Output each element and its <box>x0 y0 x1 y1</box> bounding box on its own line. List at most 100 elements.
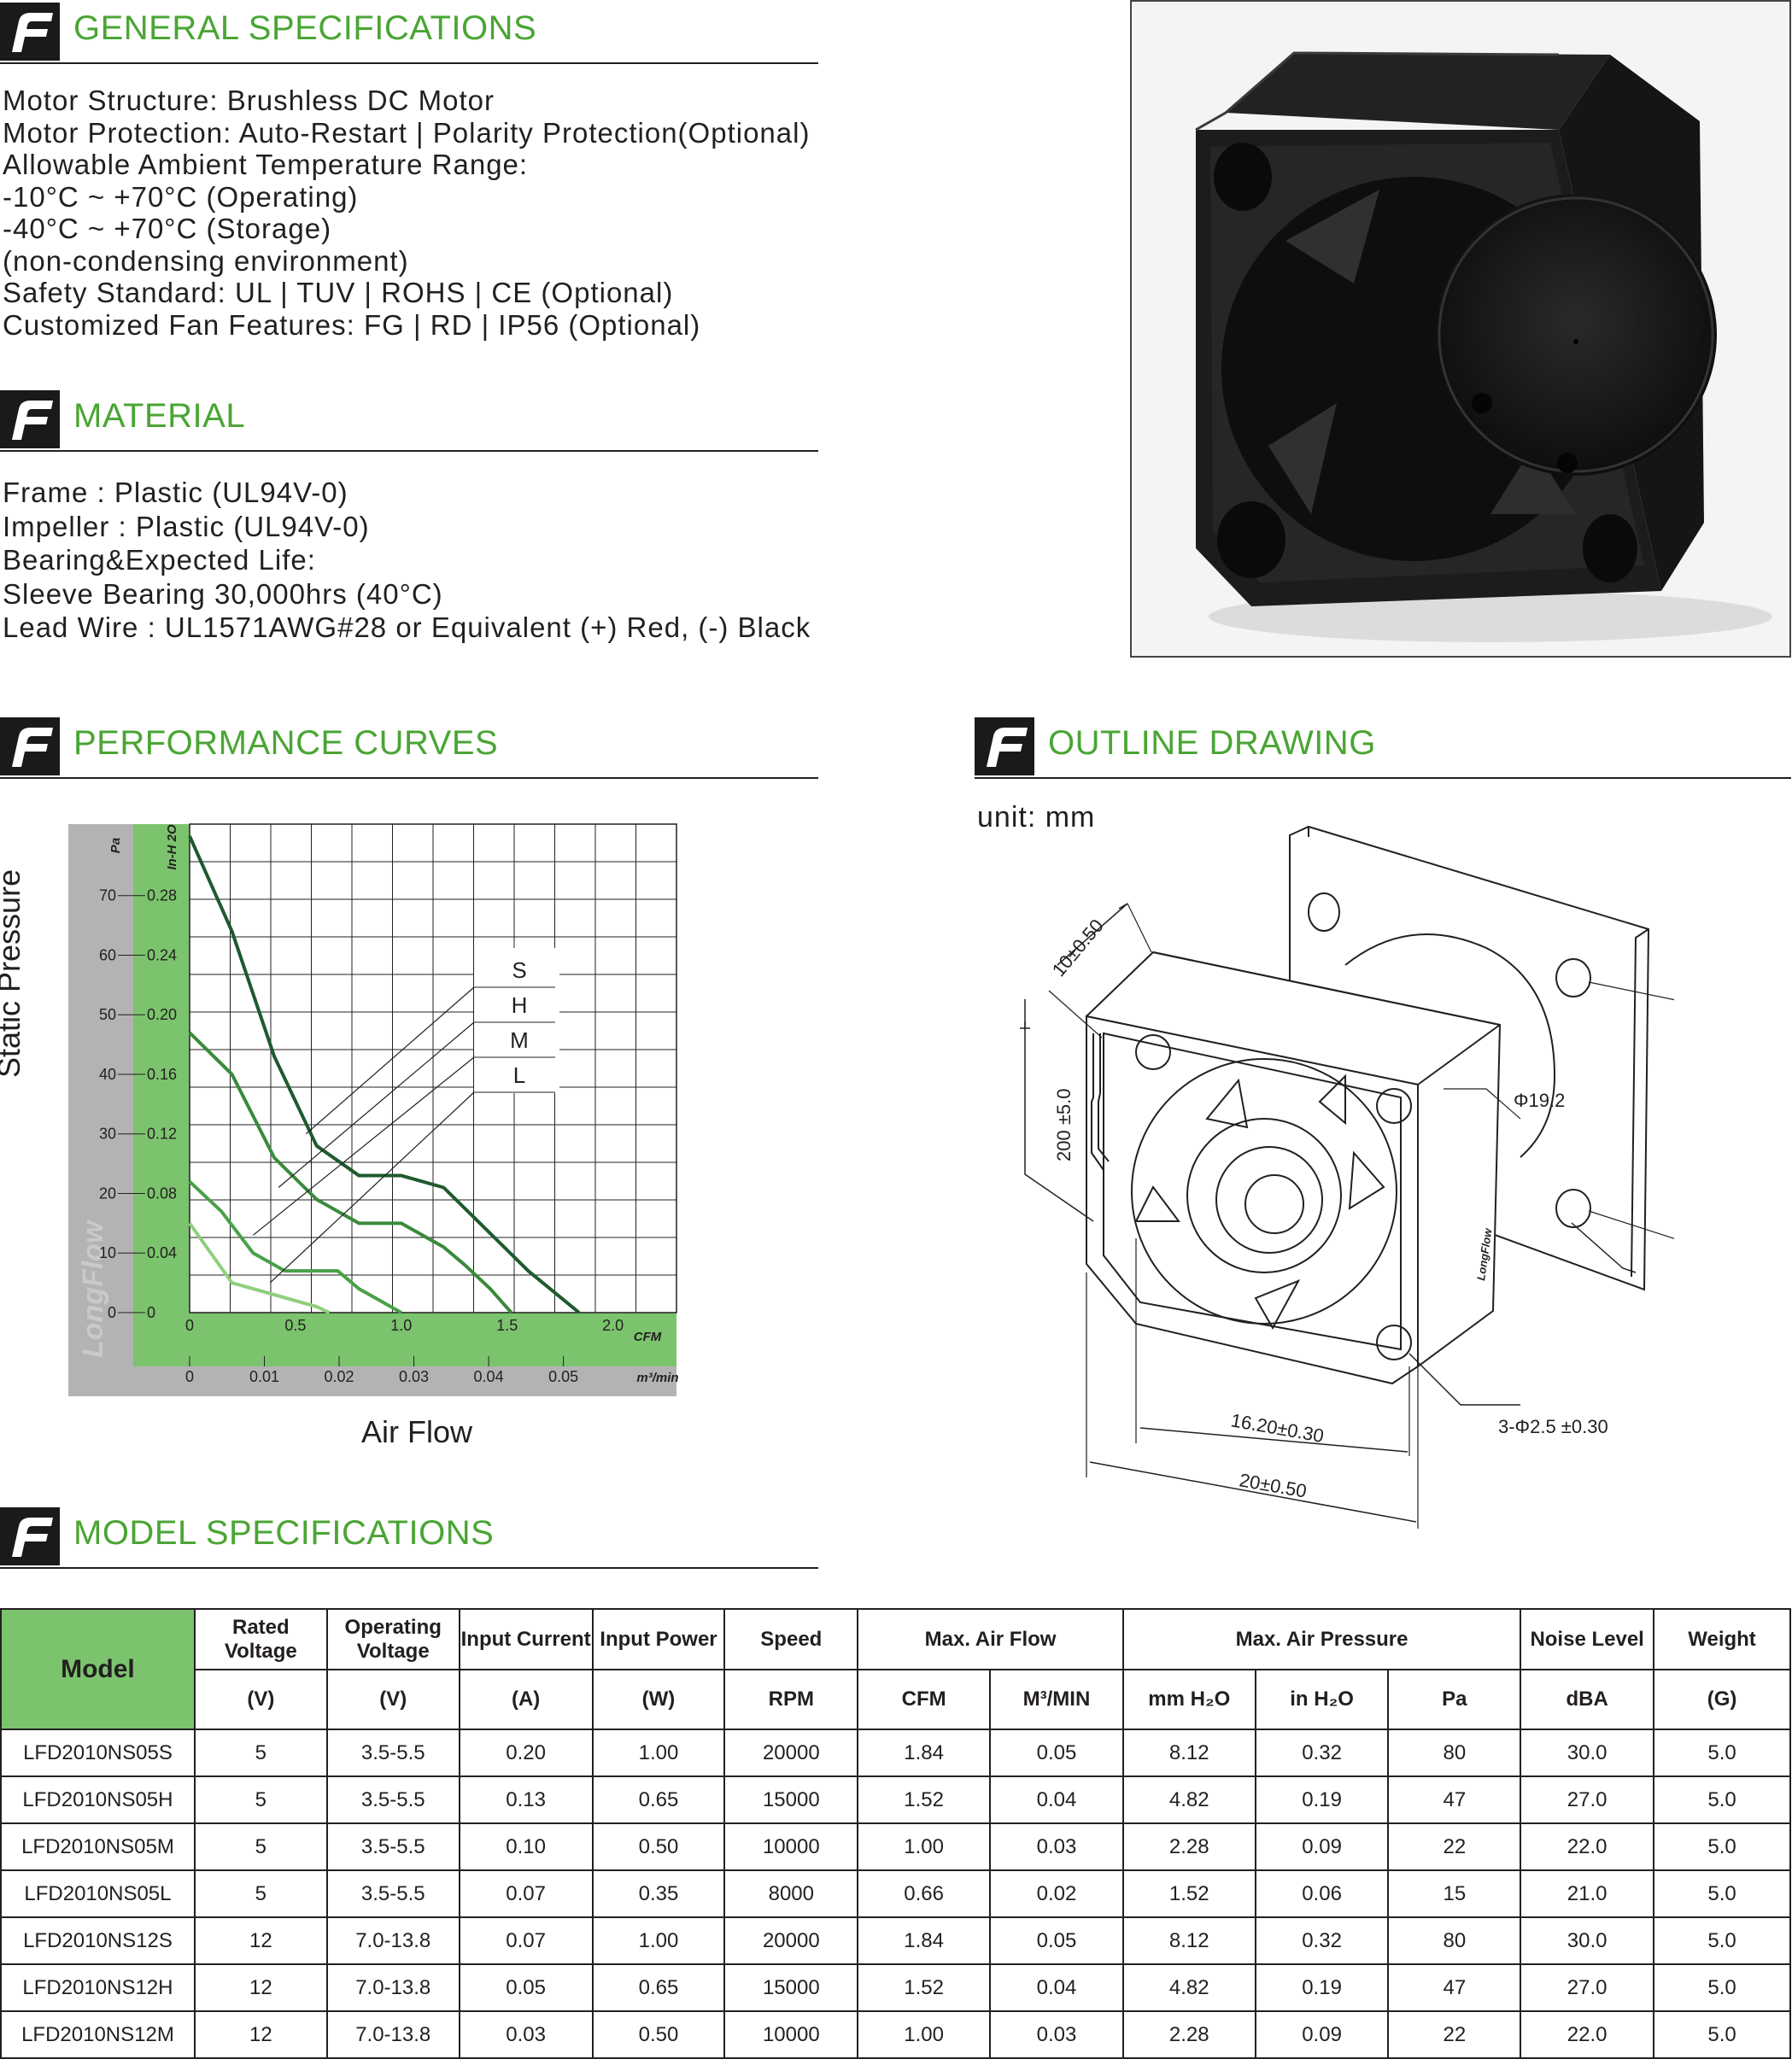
table-cell: 0.50 <box>591 1822 726 1871</box>
x2-tick-label: 0 <box>185 1368 194 1385</box>
table-cell: 5.0 <box>1653 2010 1791 2059</box>
table-unit-header: Pa <box>1387 1669 1522 1730</box>
table-cell: LFD2010NS12M <box>0 2010 196 2059</box>
table-cell: 22.0 <box>1520 2010 1655 2059</box>
table-cell: 7.0-13.8 <box>325 2010 460 2059</box>
y-tick-label: 30 <box>99 1126 116 1143</box>
table-cell: 5 <box>193 1869 328 1918</box>
table-cell: LFD2010NS12S <box>0 1916 196 1965</box>
svg-text:Φ19.2: Φ19.2 <box>1514 1090 1565 1111</box>
curve-m <box>188 1180 402 1314</box>
x-unit-label: CFM <box>634 1330 662 1344</box>
table-cell: 3.5-5.5 <box>325 1729 460 1777</box>
table-cell: 0.04 <box>989 1775 1124 1824</box>
table-cell: 15 <box>1387 1869 1522 1918</box>
material-line: Lead Wire : UL1571AWG#28 or Equivalent (… <box>3 611 811 643</box>
table-cell: 0.06 <box>1254 1869 1390 1918</box>
table-cell: 3.5-5.5 <box>325 1822 460 1871</box>
table-cell: 0.65 <box>591 1775 726 1824</box>
brand-logo-icon <box>0 717 60 775</box>
table-unit-header: (W) <box>591 1669 726 1730</box>
table-cell: 30.0 <box>1520 1916 1655 1965</box>
x2-tick-label: 0.04 <box>474 1368 504 1385</box>
section-rule <box>0 450 818 452</box>
legend-leader <box>278 1021 475 1188</box>
y2-tick-label: 0.16 <box>147 1066 177 1083</box>
material-specs-list: Frame : Plastic (UL94V-0)Impeller : Plas… <box>3 476 811 645</box>
spec-line: Allowable Ambient Temperature Range: <box>3 149 529 180</box>
table-cell: 4.82 <box>1121 1775 1256 1824</box>
brand-logo-icon <box>0 390 60 448</box>
table-cell: 1.84 <box>857 1916 992 1965</box>
section-head-general: GENERAL SPECIFICATIONS <box>0 3 818 64</box>
section-rule <box>0 62 818 64</box>
x-tick-label: 1.5 <box>496 1317 518 1334</box>
table-unit-header: RPM <box>723 1669 859 1730</box>
section-head-outline: OUTLINE DRAWING <box>975 717 1791 779</box>
svg-text:10±0.50: 10±0.50 <box>1048 915 1108 980</box>
table-cell: 0.03 <box>989 1822 1124 1871</box>
table-cell: LFD2010NS05M <box>0 1822 196 1871</box>
table-cell: LFD2010NS05S <box>0 1729 196 1777</box>
table-cell: 0.32 <box>1254 1916 1390 1965</box>
table-unit-header: M³/MIN <box>989 1669 1124 1730</box>
unit-label: unit: mm <box>977 801 1096 834</box>
table-cell: 22 <box>1387 1822 1522 1871</box>
table-cell: 4.82 <box>1121 1963 1256 2012</box>
table-cell: 0.13 <box>458 1775 594 1824</box>
chart-watermark: LongFlow <box>77 1219 109 1358</box>
x2-unit-label: m³/min <box>636 1371 678 1385</box>
x2-tick-label: 0.05 <box>548 1368 578 1385</box>
curve-h <box>188 1031 513 1314</box>
y2-tick-label: 0.20 <box>147 1006 177 1023</box>
table-cell: 8000 <box>723 1869 859 1918</box>
table-cell: 0.66 <box>857 1869 992 1918</box>
table-header: Max. Air Flow <box>857 1608 1124 1670</box>
section-head-performance: PERFORMANCE CURVES <box>0 717 818 779</box>
section-title: MODEL SPECIFICATIONS <box>73 1514 495 1552</box>
table-cell: 5.0 <box>1653 1729 1791 1777</box>
svg-text:200 ±5.0: 200 ±5.0 <box>1053 1089 1075 1161</box>
svg-text:3-Φ2.5 ±0.30: 3-Φ2.5 ±0.30 <box>1498 1416 1608 1437</box>
table-header: Rated Voltage <box>193 1608 328 1670</box>
table-cell: LFD2010NS05H <box>0 1775 196 1824</box>
table-cell: 0.04 <box>989 1963 1124 2012</box>
table-cell: 2.28 <box>1121 2010 1256 2059</box>
svg-text:16.20±0.30: 16.20±0.30 <box>1229 1409 1326 1447</box>
table-cell: 15000 <box>723 1775 859 1824</box>
y2-tick-label: 0.08 <box>147 1185 177 1202</box>
svg-text:20±0.50: 20±0.50 <box>1238 1469 1309 1501</box>
table-cell: 7.0-13.8 <box>325 1916 460 1965</box>
table-cell: 5 <box>193 1729 328 1777</box>
section-rule <box>0 777 818 779</box>
table-cell: 0.65 <box>591 1963 726 2012</box>
table-cell: 5.0 <box>1653 1869 1791 1918</box>
legend-leader <box>252 1056 475 1236</box>
section-title: OUTLINE DRAWING <box>1048 724 1376 762</box>
y-tick-label: 0 <box>108 1304 116 1321</box>
table-cell: 0.07 <box>458 1916 594 1965</box>
table-cell: 15000 <box>723 1963 859 2012</box>
spec-line: Customized Fan Features: FG | RD | IP56 … <box>3 308 701 341</box>
table-cell: 0.19 <box>1254 1775 1390 1824</box>
chart-bottom-band <box>133 1366 676 1396</box>
table-cell: 0.05 <box>458 1963 594 2012</box>
y2-unit-label: In-H 2O <box>165 824 179 870</box>
x-tick-label: 1.0 <box>390 1317 412 1334</box>
y2-tick-label: 0.12 <box>147 1126 177 1143</box>
y2-tick-label: 0.04 <box>147 1244 177 1261</box>
table-cell: 8.12 <box>1121 1729 1256 1777</box>
table-cell: LFD2010NS12H <box>0 1963 196 2012</box>
y-tick-label: 70 <box>99 887 116 904</box>
section-head-material: MATERIAL <box>0 390 818 452</box>
table-unit-header: mm H₂O <box>1121 1669 1256 1730</box>
table-cell: 5.0 <box>1653 1963 1791 2012</box>
chart-y2-band <box>133 824 190 1366</box>
curve-l <box>188 1222 331 1314</box>
table-cell: 0.35 <box>591 1869 726 1918</box>
chart-y-axis-title: Static Pressure <box>0 869 26 1078</box>
table-cell: LFD2010NS05L <box>0 1869 196 1918</box>
